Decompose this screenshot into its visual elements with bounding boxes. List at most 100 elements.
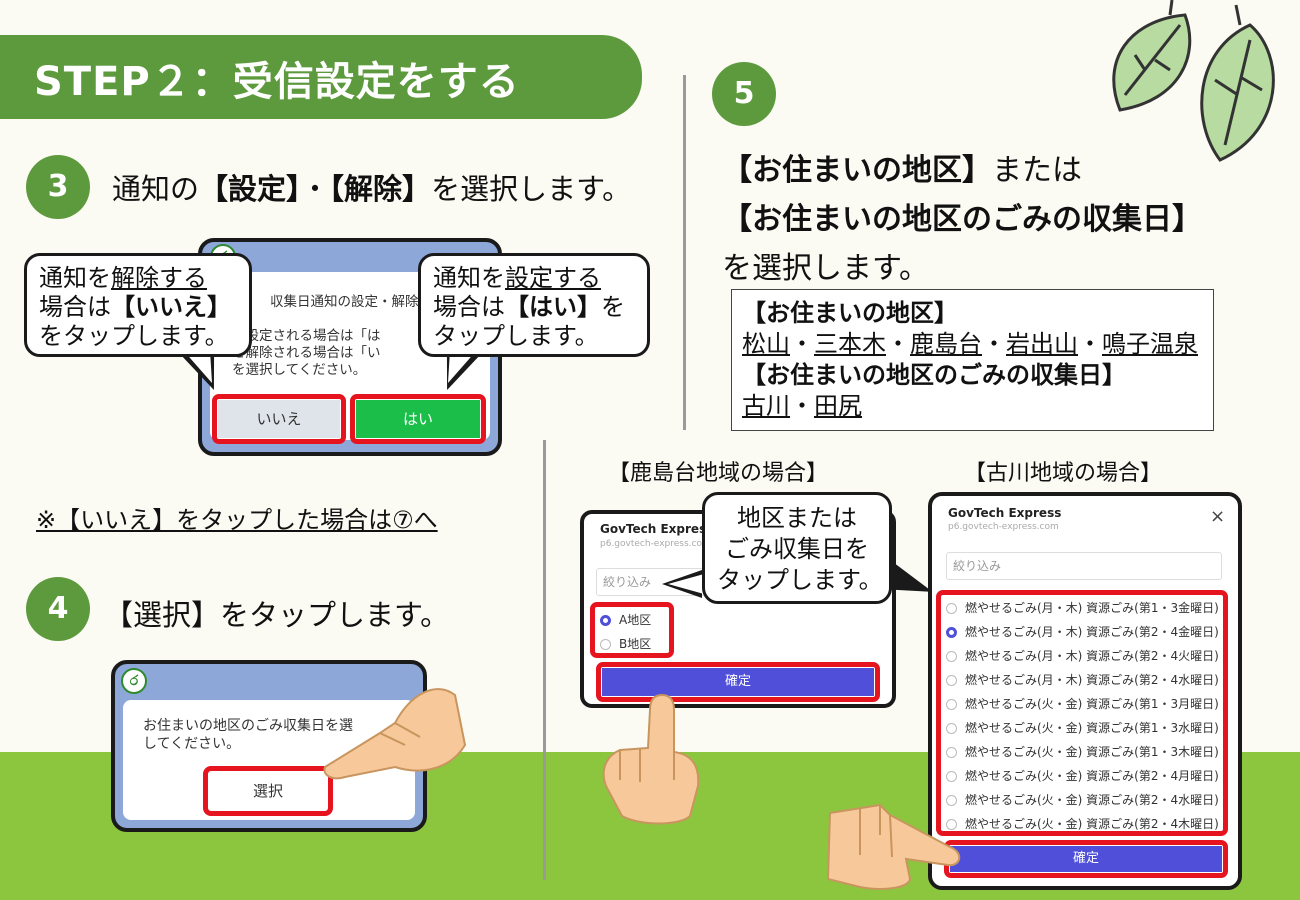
step5-area: 【お住まいの地区】 bbox=[722, 153, 992, 188]
radio-selected-icon bbox=[946, 627, 957, 638]
radio-icon bbox=[946, 675, 957, 686]
app-title: GovTech Express bbox=[600, 522, 714, 536]
step5-text: または bbox=[992, 153, 1082, 188]
no-button[interactable]: いいえ bbox=[218, 400, 340, 438]
option-label: 燃やせるごみ(月・木) 資源ごみ(第2・4金曜日) bbox=[965, 625, 1219, 639]
highlight-confirm bbox=[596, 662, 880, 702]
collection-day-list: 燃やせるごみ(月・木) 資源ごみ(第1・3金曜日) 燃やせるごみ(月・木) 資源ご… bbox=[946, 596, 1226, 836]
app-url: p6.govtech-express.com bbox=[948, 522, 1059, 532]
option-label: 燃やせるごみ(月・木) 資源ごみ(第2・4火曜日) bbox=[965, 649, 1219, 663]
info-heading: 【お住まいの地区】 bbox=[742, 299, 958, 327]
area-info-box: 【お住まいの地区】 松山・三本木・鹿島台・岩出山・鳴子温泉 【お住まいの地区のご… bbox=[731, 289, 1214, 431]
pointing-hand-icon bbox=[826, 803, 961, 890]
dialog-text: を解除される場合は「い bbox=[232, 345, 381, 361]
app-title: GovTech Express bbox=[948, 506, 1062, 520]
collection-day-option[interactable]: 燃やせるごみ(火・金) 資源ごみ(第2・4水曜日) bbox=[946, 788, 1226, 812]
radio-icon bbox=[946, 795, 957, 806]
close-icon[interactable]: × bbox=[1210, 506, 1226, 527]
confirm-button[interactable]: 確定 bbox=[950, 846, 1222, 872]
leaf-decoration-icon bbox=[1112, 0, 1275, 162]
step4-select: 【選択】 bbox=[104, 598, 221, 632]
pointing-hand-icon bbox=[602, 693, 700, 825]
sep: ・ bbox=[790, 330, 814, 358]
option-label: 燃やせるごみ(火・金) 資源ごみ(第2・4月曜日) bbox=[965, 769, 1219, 783]
app-url: p6.govtech-express.com bbox=[600, 539, 711, 549]
collection-day-option[interactable]: 燃やせるごみ(火・金) 資源ごみ(第2・4木曜日) bbox=[946, 812, 1226, 836]
radio-icon bbox=[946, 651, 957, 662]
step-number-4: 4 bbox=[26, 577, 90, 641]
divider-vertical bbox=[543, 440, 546, 880]
step3-instruction: 通知の【設定】・【解除】を選択します。 bbox=[112, 166, 631, 208]
callout-text: 場合は bbox=[39, 293, 111, 321]
collection-day-option[interactable]: 燃やせるごみ(火・金) 資源ごみ(第1・3木曜日) bbox=[946, 740, 1226, 764]
callout-text: 解除する bbox=[111, 264, 207, 292]
option-label: 燃やせるごみ(火・金) 資源ごみ(第1・3木曜日) bbox=[965, 745, 1219, 759]
callout-text: 地区または bbox=[737, 504, 857, 532]
step-number-5: 5 bbox=[712, 62, 776, 126]
callout-text: を bbox=[601, 293, 625, 321]
collection-day-option[interactable]: 燃やせるごみ(月・木) 資源ごみ(第2・4金曜日) bbox=[946, 620, 1226, 644]
select-button[interactable]: 選択 bbox=[252, 782, 283, 800]
highlight-select bbox=[203, 766, 333, 816]
sep: ・ bbox=[790, 392, 814, 420]
dialog-text: を設定される場合は「は bbox=[232, 328, 381, 344]
callout-release: 通知を解除する 場合は【いいえ】 をタップします。 bbox=[24, 253, 252, 357]
area-option-b[interactable]: B地区 bbox=[600, 632, 651, 656]
step5-line1: 【お住まいの地区】または bbox=[722, 145, 1082, 189]
collection-day-option[interactable]: 燃やせるごみ(火・金) 資源ごみ(第1・3水曜日) bbox=[946, 716, 1226, 740]
option-label: 燃やせるごみ(月・木) 資源ごみ(第2・4水曜日) bbox=[965, 673, 1219, 687]
collection-day-option[interactable]: 燃やせるごみ(月・木) 資源ごみ(第1・3金曜日) bbox=[946, 596, 1226, 620]
collection-day-option[interactable]: 燃やせるごみ(月・木) 資源ごみ(第2・4水曜日) bbox=[946, 668, 1226, 692]
skip-note: ※【いいえ】をタップした場合は⑦へ bbox=[36, 506, 438, 534]
area-list-1: 松山・三本木・鹿島台・岩出山・鳴子温泉 bbox=[742, 329, 1203, 360]
sep: ・ bbox=[1078, 330, 1102, 358]
option-label: 燃やせるごみ(火・金) 資源ごみ(第2・4木曜日) bbox=[965, 817, 1219, 831]
radio-icon bbox=[946, 699, 957, 710]
callout-text: をタップします。 bbox=[39, 322, 229, 350]
step5-line3: を選択します。 bbox=[722, 251, 929, 286]
area-option-a[interactable]: A地区 bbox=[600, 608, 651, 632]
caption-furukawa: 【古川地域の場合】 bbox=[964, 461, 1163, 486]
callout-text: 【いいえ】 bbox=[111, 293, 231, 321]
step3-release: 【解除】 bbox=[329, 172, 432, 206]
radio-icon bbox=[946, 747, 957, 758]
collection-day-option[interactable]: 燃やせるごみ(月・木) 資源ごみ(第2・4火曜日) bbox=[946, 644, 1226, 668]
collection-day-option[interactable]: 燃やせるごみ(火・金) 資源ごみ(第1・3月曜日) bbox=[946, 692, 1226, 716]
option-label: 燃やせるごみ(月・木) 資源ごみ(第1・3金曜日) bbox=[965, 601, 1219, 615]
area-item: 古川 bbox=[742, 392, 790, 420]
step5-collection-day: 【お住まいの地区のごみの収集日】 bbox=[722, 202, 1202, 237]
info-heading: 【お住まいの地区のごみの収集日】 bbox=[742, 361, 1126, 389]
callout-text: 通知を bbox=[433, 264, 505, 292]
radio-icon bbox=[946, 723, 957, 734]
step3-text: 通知の bbox=[112, 172, 200, 206]
callout-text: 設定する bbox=[505, 264, 601, 292]
bubble-tail bbox=[668, 574, 704, 594]
callout-text: 場合は bbox=[433, 293, 505, 321]
option-label: 燃やせるごみ(火・金) 資源ごみ(第2・4水曜日) bbox=[965, 793, 1219, 807]
step-number-3: 3 bbox=[26, 155, 90, 219]
option-label: B地区 bbox=[619, 637, 652, 651]
app-logo-icon: ර bbox=[121, 668, 147, 694]
step3-sep: ・ bbox=[300, 172, 330, 206]
callout-text: ごみ収集日を bbox=[725, 535, 869, 563]
step4-text: をタップします。 bbox=[220, 598, 450, 632]
yes-button[interactable]: はい bbox=[356, 400, 480, 438]
confirm-button[interactable]: 確定 bbox=[602, 668, 874, 696]
filter-input[interactable]: 絞り込み bbox=[946, 552, 1222, 580]
highlight-area-options bbox=[590, 602, 674, 658]
area-item: 松山 bbox=[742, 330, 790, 358]
radio-icon bbox=[946, 603, 957, 614]
step4-instruction: 【選択】をタップします。 bbox=[104, 592, 449, 634]
callout-text: タップします。 bbox=[717, 566, 883, 594]
highlight-yes bbox=[350, 394, 486, 444]
highlight-no bbox=[212, 394, 346, 444]
dialog-text: を選択してください。 bbox=[232, 362, 367, 378]
sep: ・ bbox=[982, 330, 1006, 358]
option-label: A地区 bbox=[619, 613, 652, 627]
collection-day-option[interactable]: 燃やせるごみ(火・金) 資源ごみ(第2・4月曜日) bbox=[946, 764, 1226, 788]
step5-line2: 【お住まいの地区のごみの収集日】 bbox=[722, 194, 1202, 238]
divider-vertical bbox=[683, 75, 686, 430]
caption-kashimadai: 【鹿島台地域の場合】 bbox=[608, 461, 829, 486]
pointing-hand-icon bbox=[323, 688, 467, 780]
sep: ・ bbox=[886, 330, 910, 358]
